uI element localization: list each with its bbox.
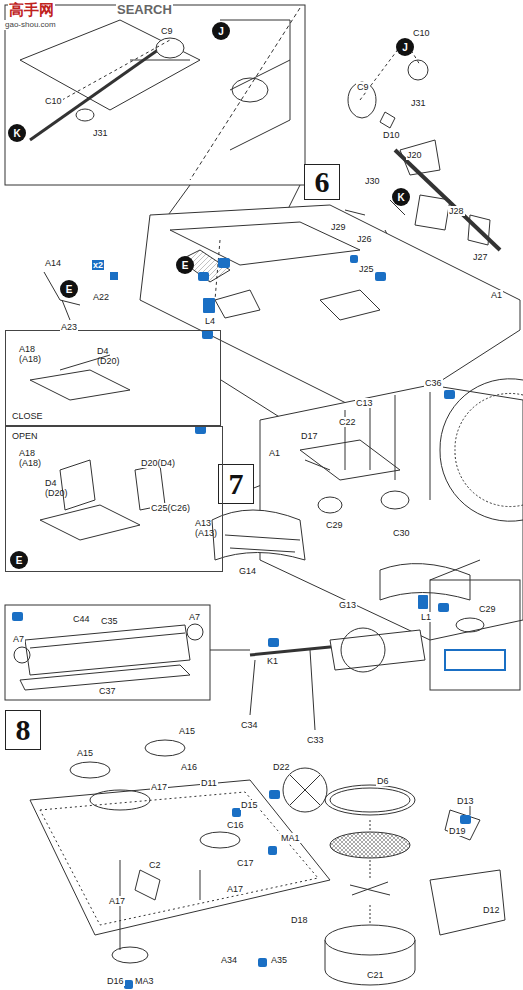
part-number: A1 xyxy=(268,448,281,458)
part-number: D20(D4) xyxy=(140,458,176,468)
part-number: G14 xyxy=(238,566,257,576)
part-number: A15 xyxy=(76,748,94,758)
part-number: C33 xyxy=(306,735,325,745)
part-number: A17 xyxy=(108,896,126,906)
step-number-box: 6 xyxy=(304,164,340,200)
part-number: D10 xyxy=(382,130,401,140)
part-number: A7 xyxy=(188,612,201,622)
part-number: L4 xyxy=(204,316,216,326)
part-number: A1 xyxy=(490,290,503,300)
subassembly-marker: J xyxy=(212,22,230,40)
part-number: J28 xyxy=(448,206,465,216)
part-number: J29 xyxy=(330,222,347,232)
part-number: C29 xyxy=(325,520,344,530)
part-number: J25 xyxy=(358,264,375,274)
part-number: A34 xyxy=(220,955,238,965)
part-number: A7 xyxy=(12,634,25,644)
part-number: D4 (D20) xyxy=(44,478,72,498)
part-number: A13 (A13) xyxy=(194,518,222,538)
subassembly-marker: K xyxy=(8,124,26,142)
part-number: D17 xyxy=(300,431,319,441)
part-number: C22 xyxy=(338,417,357,427)
subassembly-marker: J xyxy=(396,38,414,56)
step-number: 6 xyxy=(315,165,330,199)
watermark: SEARCH xyxy=(116,3,173,17)
part-number: C37 xyxy=(98,686,117,696)
part-number: C2 xyxy=(148,860,162,870)
part-number: D4 (D20) xyxy=(96,346,124,366)
part-number: J30 xyxy=(364,176,381,186)
step-number-box: 8 xyxy=(5,710,41,750)
part-number: A16 xyxy=(180,762,198,772)
part-number: C25(C26) xyxy=(150,503,191,513)
part-number: C30 xyxy=(392,528,411,538)
part-number: A15 xyxy=(178,726,196,736)
part-number: D18 xyxy=(290,915,309,925)
part-number: A17 xyxy=(150,782,168,792)
marker-letter: E xyxy=(66,284,73,295)
marker-letter: J xyxy=(402,42,408,53)
subassembly-marker: E xyxy=(10,551,28,569)
part-number: A23 xyxy=(60,322,78,332)
part-number: C21 xyxy=(366,970,385,980)
part-number: A22 xyxy=(92,292,110,302)
part-number: C29 xyxy=(478,604,497,614)
part-number: G13 xyxy=(338,600,357,610)
marker-letter: E xyxy=(182,260,189,271)
watermark: gao-shou.com xyxy=(4,20,57,30)
part-number: C10 xyxy=(412,28,431,38)
part-number: C13 xyxy=(355,398,374,408)
step-number-box: 7 xyxy=(218,464,254,504)
part-number: D13 xyxy=(456,796,475,806)
part-number: D16 xyxy=(106,976,125,986)
watermark: 高手网 xyxy=(8,2,55,18)
part-number: C17 xyxy=(236,858,255,868)
part-number: L1 xyxy=(420,612,432,622)
subassembly-marker: E xyxy=(60,280,78,298)
part-number: J27 xyxy=(472,252,489,262)
step-number: 7 xyxy=(229,467,244,501)
part-number: A35 xyxy=(270,955,288,965)
part-number: MA1 xyxy=(280,833,301,843)
part-number: D15 xyxy=(240,800,259,810)
part-number: J26 xyxy=(356,234,373,244)
part-number: J31 xyxy=(410,98,427,108)
part-number: C44 xyxy=(72,614,91,624)
part-number: A17 xyxy=(226,884,244,894)
marker-letter: K xyxy=(13,128,20,139)
subassembly-marker: E xyxy=(176,256,194,274)
part-number: C16 xyxy=(226,820,245,830)
quantity-tag: x2 xyxy=(92,260,104,270)
part-number: D12 xyxy=(482,905,501,915)
part-number: A18 (A18) xyxy=(18,448,46,468)
view-label: OPEN xyxy=(12,431,38,441)
inset-panel: OPEN E xyxy=(5,426,223,572)
marker-letter: E xyxy=(16,555,23,566)
step-number: 8 xyxy=(16,713,31,747)
part-number: MA3 xyxy=(134,976,155,986)
subassembly-marker: K xyxy=(392,188,410,206)
inset-panel: CLOSE xyxy=(5,330,221,426)
marker-letter: K xyxy=(397,192,404,203)
part-number: J20 xyxy=(406,150,423,160)
part-number: C10 xyxy=(44,96,63,106)
part-number: D19 xyxy=(448,826,467,836)
marker-letter: J xyxy=(218,26,224,37)
part-number: C34 xyxy=(240,720,259,730)
part-number: C36 xyxy=(424,378,443,388)
part-number: C9 xyxy=(160,26,174,36)
part-number: C9 xyxy=(356,82,370,92)
part-number: C35 xyxy=(100,616,119,626)
part-number: D11 xyxy=(200,778,218,788)
part-number: A14 xyxy=(44,258,62,268)
part-number: J31 xyxy=(92,128,109,138)
part-number: A18 (A18) xyxy=(18,344,46,364)
part-number: D22 xyxy=(272,762,291,772)
view-label: CLOSE xyxy=(12,411,43,421)
part-number: K1 xyxy=(266,656,279,666)
part-number: D6 xyxy=(376,776,390,786)
